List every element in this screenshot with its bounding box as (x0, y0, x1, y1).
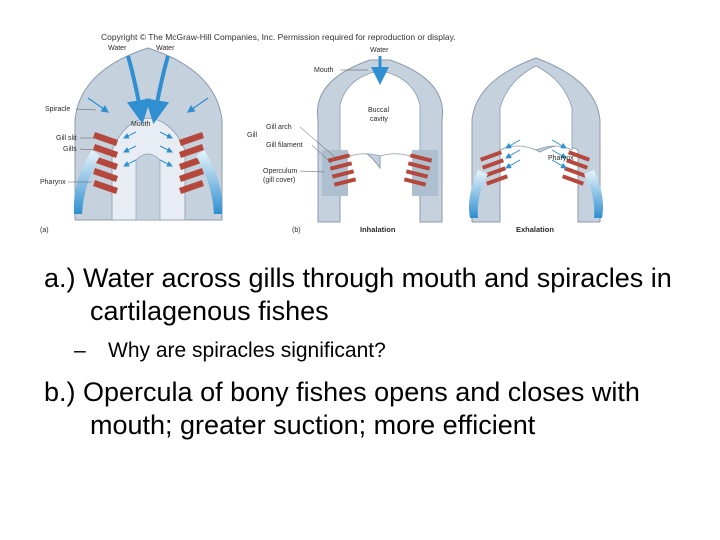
water-inflow-arrow-right (145, 55, 170, 124)
label-pharynx: Pharynx (40, 179, 66, 186)
label-gill: Gill (247, 132, 258, 139)
copyright-text: Copyright © The McGraw-Hill Companies, I… (101, 32, 456, 42)
exhalation-flow-arrows (505, 139, 567, 169)
panel-b-inhalation-diagram: Water Mouth Buccal cavity Gill Gill arch… (247, 47, 444, 234)
sub-bullet-text: Why are spiracles significant? (108, 339, 386, 362)
exhalation-outflow-left (469, 170, 488, 218)
internal-flow-arrows (123, 131, 173, 167)
water-inflow-arrow-left (126, 55, 151, 124)
inhalation-buccal-cavity (339, 71, 421, 161)
exhalation-gills-left (479, 150, 509, 186)
bullet-a: a.) Water across gills through mouth and… (44, 263, 672, 326)
label-gill-slit: Gill slit (56, 135, 77, 142)
shark-gills-right (179, 132, 204, 194)
gill-ventilation-figure: Copyright © The McGraw-Hill Companies, I… (40, 32, 603, 234)
label-mouth: Mouth (131, 121, 151, 128)
label-water-b: Water (370, 47, 389, 54)
exhalation-buccal-cavity (499, 65, 573, 151)
sub-bullet-dash: – (74, 339, 86, 362)
spiracle-arrow-left (87, 97, 110, 113)
bullet-list: a.) Water across gills through mouth and… (44, 262, 704, 442)
label-water-right: Water (156, 45, 175, 52)
inhalation-gills-left (327, 153, 357, 187)
bullet-b: b.) Opercula of bony fishes opens and cl… (44, 377, 640, 440)
label-inhalation: Inhalation (360, 225, 396, 234)
label-operculum-1: Operculum (263, 168, 297, 175)
inhalation-gills-right (403, 153, 433, 187)
label-buccal-1: Buccal (368, 107, 389, 114)
label-gill-arch: Gill arch (266, 124, 292, 131)
water-outflow-right (196, 150, 223, 214)
shark-central-septum (135, 153, 161, 221)
label-pharynx-b: Pharynx (548, 155, 574, 162)
label-gills: Gills (63, 146, 77, 153)
spiracle-arrow-right (186, 97, 209, 113)
sub-bullet: –Why are spiracles significant? (74, 338, 704, 364)
panel-b-exhalation-diagram: Pharynx Exhalation (469, 57, 603, 234)
label-exhalation: Exhalation (516, 225, 554, 234)
label-water-left: Water (108, 45, 127, 52)
exhalation-gills-right (561, 150, 591, 186)
panel-a-tag: (a) (40, 227, 49, 234)
shark-gills-left (93, 132, 118, 194)
label-operculum-2: (gill cover) (263, 177, 295, 184)
label-gill-filament: Gill filament (266, 142, 303, 149)
label-buccal-2: cavity (370, 116, 388, 123)
panel-a-shark-diagram: Water Water Spiracle Mouth Gill slit Gil… (40, 45, 223, 234)
label-mouth-b: Mouth (314, 67, 334, 74)
label-spiracle: Spiracle (45, 106, 70, 113)
panel-b-tag: (b) (292, 227, 301, 234)
exhalation-outflow-right (584, 170, 603, 218)
